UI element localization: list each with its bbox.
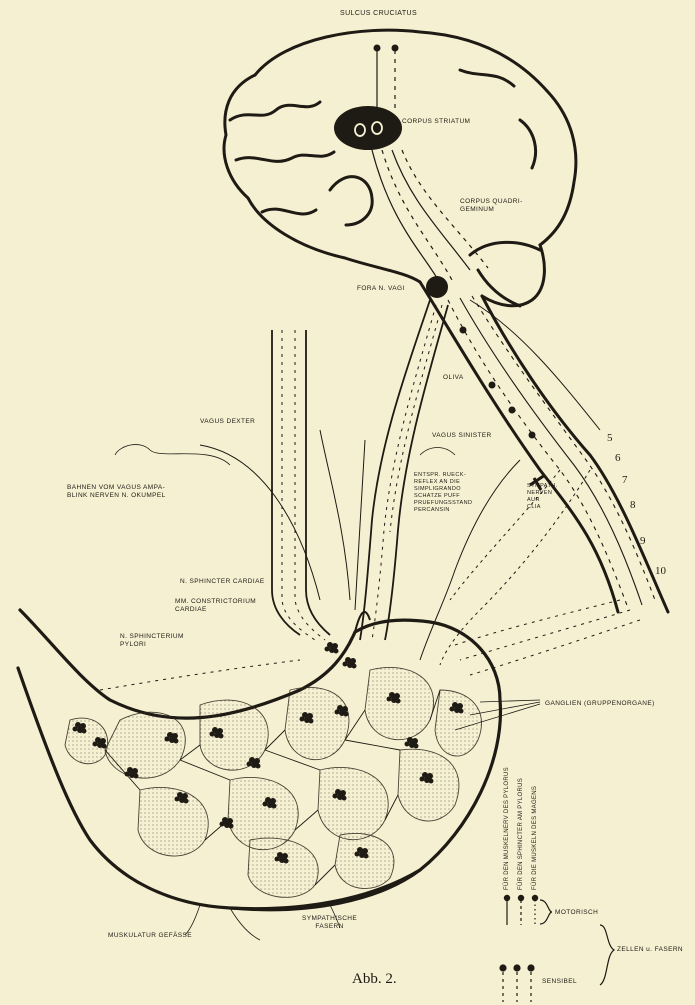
label-mm-constrictorium-cardiae: MM. CONSTRICTORIUM CARDIAE	[175, 598, 256, 614]
label-corpus-quadrigeminum: CORPUS QUADRI- GEMINUM	[460, 198, 523, 214]
label-vagus-sinister: VAGUS SINISTER	[432, 432, 492, 440]
legend-motorisch: MOTORISCH	[555, 909, 598, 917]
legend-sensibel: SENSIBEL	[542, 978, 577, 986]
label-n-sphincter-cardiae: N. SPHINCTER CARDIAE	[180, 578, 265, 586]
label-corpus-striatum: CORPUS STRIATUM	[402, 118, 470, 126]
label-oliva: OLIVA	[443, 374, 464, 382]
label-sympathicus: SYMPATH. NERVEN AUR CLIA	[527, 483, 558, 511]
title-sulcus-cruciatus: SULCUS CRUCIATUS	[340, 10, 417, 18]
nerve-number-8: 8	[630, 499, 636, 511]
nerve-number-10: 10	[655, 565, 666, 577]
label-fora-n-vagi: FORA N. VAGI	[357, 285, 405, 293]
label-reflex-text: ENTSPR. RUECK- REFLEX AN DIE SIMPLIGRAND…	[414, 472, 472, 514]
corpus-striatum-shape	[334, 106, 402, 150]
label-bahnen-n-vagus: BAHNEN VOM VAGUS AMPA- BLINK NERVEN N. O…	[67, 484, 166, 500]
nerve-number-9: 9	[640, 535, 646, 547]
nerve-number-5: 5	[607, 432, 613, 444]
figure-caption: Abb. 2.	[352, 971, 397, 988]
label-vagus-dexter: VAGUS DEXTER	[200, 418, 255, 426]
nerve-number-7: 7	[622, 474, 628, 486]
label-muskulatur-gefaesse: MUSKULATUR GEFÄSSE	[108, 932, 192, 940]
label-sympathische-fasern: SYMPATHISCHE FASERN	[302, 915, 357, 931]
legend-text-2: FÜR DEN SPHINCTER AM PYLORUS	[518, 778, 524, 890]
legend-text-1: FÜR DEN MUSKELNERV DES PYLORUS	[504, 767, 510, 890]
legend-zellen-fasern: ZELLEN u. FASERN	[617, 946, 683, 954]
nerve-number-6: 6	[615, 452, 621, 464]
label-ganglien: GANGLIEN (GRUPPENORGANE)	[545, 700, 655, 708]
legend-text-3: FÜR DIE MUSKELN DES MAGENS	[532, 786, 538, 890]
label-n-sphincter-pylori: N. SPHINCTERIUM PYLORI	[120, 633, 184, 649]
